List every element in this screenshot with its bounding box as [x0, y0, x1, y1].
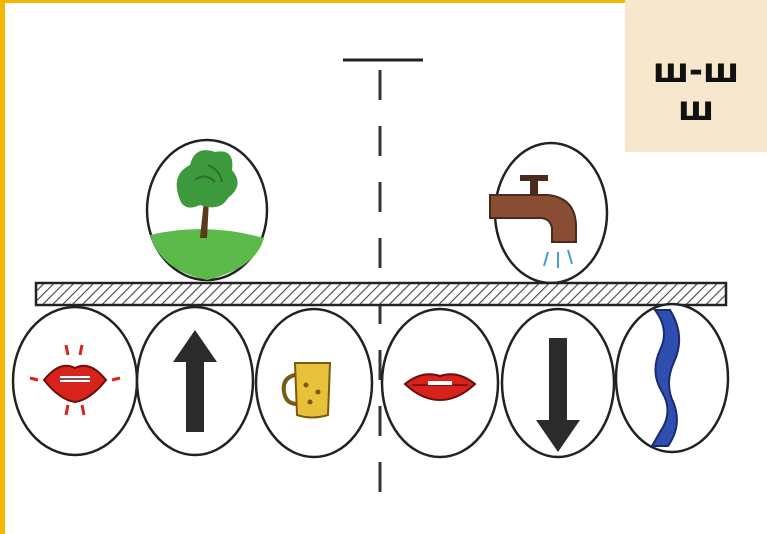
tap-icon: [490, 143, 607, 283]
lips-relaxed-icon: [382, 309, 498, 457]
hatched-palate-bar: [36, 283, 726, 305]
lips-tense-icon: [13, 307, 137, 455]
tree-icon: [147, 140, 267, 280]
arrow-down-icon: [502, 309, 614, 457]
water-stream-icon: [616, 304, 728, 452]
arrow-up-icon: [137, 307, 253, 455]
corner-label: ш-ш ш: [625, 52, 767, 128]
cup-icon: [256, 309, 372, 457]
